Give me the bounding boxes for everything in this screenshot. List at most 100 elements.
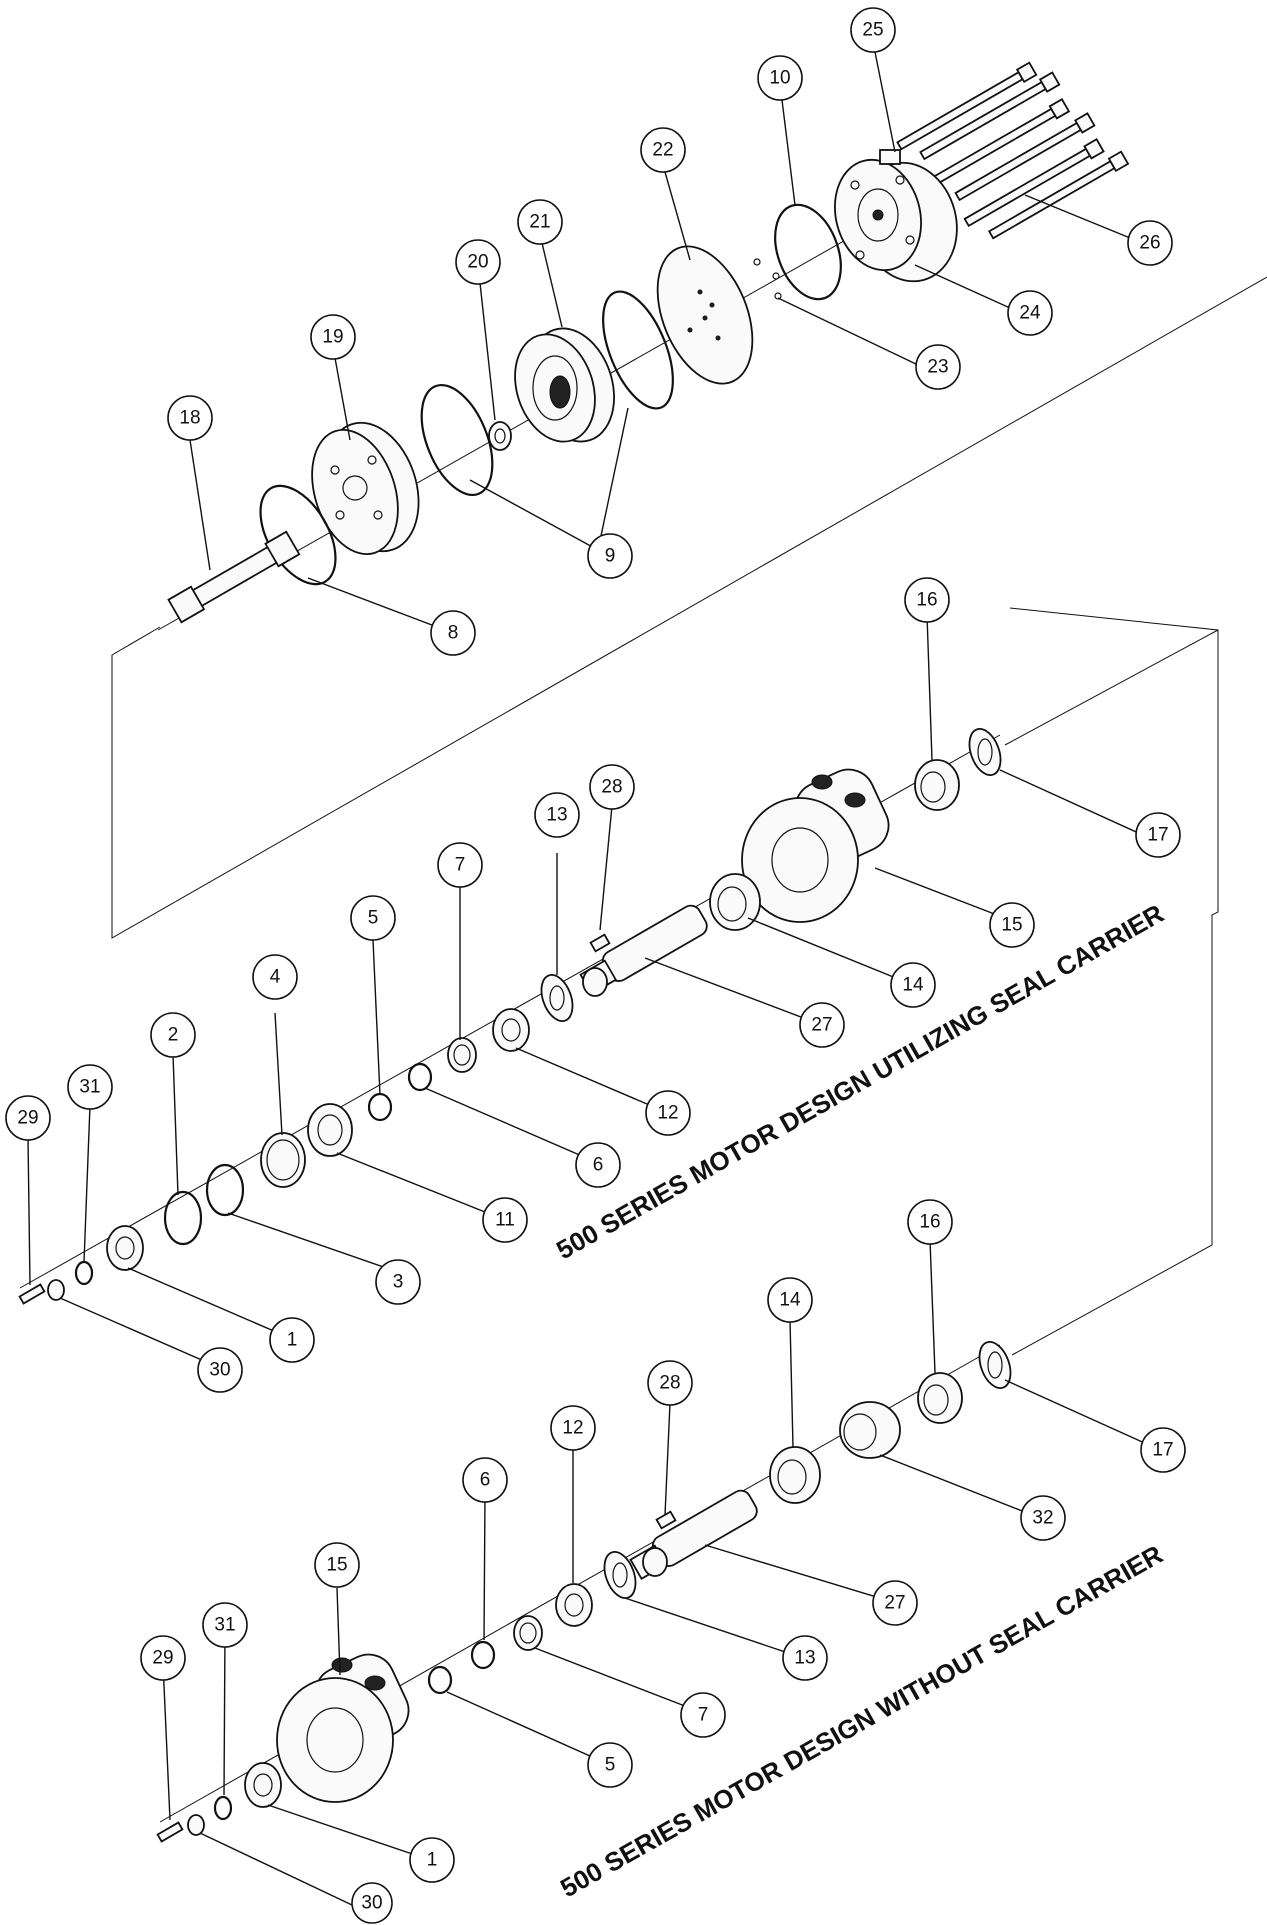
svg-text:25: 25 bbox=[862, 20, 883, 41]
svg-text:30: 30 bbox=[361, 1893, 382, 1914]
callout-25: 25 bbox=[850, 7, 896, 53]
callout-2: 2 bbox=[150, 1012, 196, 1058]
svg-text:32: 32 bbox=[1032, 1508, 1053, 1529]
svg-text:15: 15 bbox=[326, 1555, 347, 1576]
callout-5-a: 5 bbox=[350, 895, 396, 941]
svg-text:8: 8 bbox=[448, 623, 459, 644]
callout-30-a: 30 bbox=[197, 1347, 243, 1393]
washer-30-b bbox=[187, 1814, 205, 1836]
dust-seal-1-a bbox=[106, 1225, 144, 1271]
svg-text:15: 15 bbox=[1001, 915, 1022, 936]
washer-12-a bbox=[492, 1008, 530, 1052]
section-title-without-seal-carrier: 500 SERIES MOTOR DESIGN WITHOUT SEAL CAR… bbox=[555, 1539, 1168, 1903]
callout-5-b: 5 bbox=[587, 1742, 633, 1788]
callout-31-b: 31 bbox=[202, 1602, 248, 1648]
bushing-32 bbox=[839, 1401, 901, 1459]
ring-31-a bbox=[74, 1260, 94, 1286]
svg-text:17: 17 bbox=[1147, 825, 1168, 846]
callout-14-a: 14 bbox=[890, 962, 936, 1008]
gerotor-set-21 bbox=[514, 327, 615, 443]
svg-text:27: 27 bbox=[884, 1593, 905, 1614]
callout-23: 23 bbox=[915, 344, 961, 390]
callout-22: 22 bbox=[640, 127, 686, 173]
callout-13-a: 13 bbox=[534, 792, 580, 838]
svg-text:3: 3 bbox=[393, 1272, 404, 1293]
callout-18: 18 bbox=[167, 395, 213, 441]
callout-12-a: 12 bbox=[645, 1090, 691, 1136]
housing-15-b bbox=[276, 1653, 410, 1803]
callout-16-b: 16 bbox=[907, 1199, 953, 1245]
svg-text:28: 28 bbox=[601, 777, 622, 798]
callout-8: 8 bbox=[430, 610, 476, 656]
svg-text:17: 17 bbox=[1152, 1440, 1173, 1461]
wear-plate-19 bbox=[311, 421, 420, 556]
output-shaft-27-a bbox=[579, 904, 708, 997]
callout-15-b: 15 bbox=[314, 1542, 360, 1588]
screw-29-a bbox=[18, 1283, 46, 1305]
svg-text:500 SERIES MOTOR DESIGN WITHOU: 500 SERIES MOTOR DESIGN WITHOUT SEAL CAR… bbox=[555, 1539, 1168, 1903]
svg-text:26: 26 bbox=[1139, 233, 1160, 254]
o-ring-2 bbox=[163, 1190, 203, 1246]
svg-text:18: 18 bbox=[179, 408, 200, 429]
thrust-washer-13-b bbox=[603, 1551, 637, 1599]
ring-31-b bbox=[213, 1795, 233, 1821]
svg-text:31: 31 bbox=[79, 1077, 100, 1098]
callout-29-a: 29 bbox=[5, 1095, 51, 1141]
spacer-20 bbox=[488, 421, 512, 451]
svg-text:1: 1 bbox=[427, 1850, 438, 1871]
o-ring-3 bbox=[205, 1163, 245, 1217]
dust-seal-1-b bbox=[244, 1762, 282, 1808]
bearing-16-a bbox=[914, 759, 960, 811]
callout-30-b: 30 bbox=[351, 1882, 393, 1924]
svg-text:10: 10 bbox=[769, 68, 790, 89]
svg-text:23: 23 bbox=[927, 357, 948, 378]
callout-19: 19 bbox=[310, 314, 356, 360]
callout-14-b: 14 bbox=[767, 1277, 813, 1323]
svg-text:20: 20 bbox=[467, 252, 488, 273]
svg-text:5: 5 bbox=[368, 908, 379, 929]
svg-text:12: 12 bbox=[657, 1103, 678, 1124]
svg-text:16: 16 bbox=[919, 1212, 940, 1233]
svg-text:30: 30 bbox=[209, 1360, 230, 1381]
output-shaft-27-b bbox=[629, 1489, 758, 1580]
callout-16-a: 16 bbox=[904, 577, 950, 623]
bearing-16-b bbox=[917, 1372, 963, 1424]
callout-7-b: 7 bbox=[680, 1692, 726, 1738]
ring-6-a bbox=[407, 1062, 433, 1092]
callout-4: 4 bbox=[252, 954, 298, 1000]
o-ring-9-front bbox=[420, 383, 494, 497]
svg-text:13: 13 bbox=[794, 1648, 815, 1669]
svg-text:28: 28 bbox=[659, 1373, 680, 1394]
section-connector-lines bbox=[111, 276, 1267, 1356]
svg-text:11: 11 bbox=[495, 1210, 515, 1231]
svg-text:16: 16 bbox=[916, 590, 937, 611]
callout-bubbles: 25 10 22 26 24 23 21 20 19 18 9 8 16 17 … bbox=[5, 7, 1186, 1924]
screw-29-b bbox=[156, 1821, 184, 1843]
callout-21: 21 bbox=[517, 199, 563, 245]
callout-1-b: 1 bbox=[409, 1837, 455, 1883]
plug-25 bbox=[879, 149, 901, 165]
drive-shaft-18 bbox=[167, 530, 301, 624]
svg-text:7: 7 bbox=[455, 855, 466, 876]
bearing-14-b bbox=[769, 1446, 821, 1504]
svg-text:13: 13 bbox=[546, 805, 567, 826]
svg-text:6: 6 bbox=[480, 1470, 491, 1491]
svg-text:2: 2 bbox=[168, 1025, 179, 1046]
thrust-washer-17-b bbox=[978, 1341, 1012, 1389]
bolt-set-26 bbox=[896, 61, 1130, 240]
ring-5-a bbox=[367, 1092, 393, 1122]
callout-13-b: 13 bbox=[782, 1635, 828, 1681]
ring-4 bbox=[260, 1132, 306, 1188]
housing-15-a bbox=[741, 768, 890, 923]
svg-text:24: 24 bbox=[1019, 303, 1041, 324]
svg-text:27: 27 bbox=[811, 1015, 832, 1036]
callout-6-a: 6 bbox=[575, 1142, 621, 1188]
key-28-b bbox=[655, 1510, 677, 1530]
callout-29-b: 29 bbox=[140, 1635, 186, 1681]
svg-text:6: 6 bbox=[593, 1155, 604, 1176]
svg-text:1: 1 bbox=[287, 1330, 298, 1351]
callout-6-b: 6 bbox=[462, 1457, 508, 1503]
callout-17-a: 17 bbox=[1135, 812, 1181, 858]
callout-9: 9 bbox=[587, 533, 633, 579]
